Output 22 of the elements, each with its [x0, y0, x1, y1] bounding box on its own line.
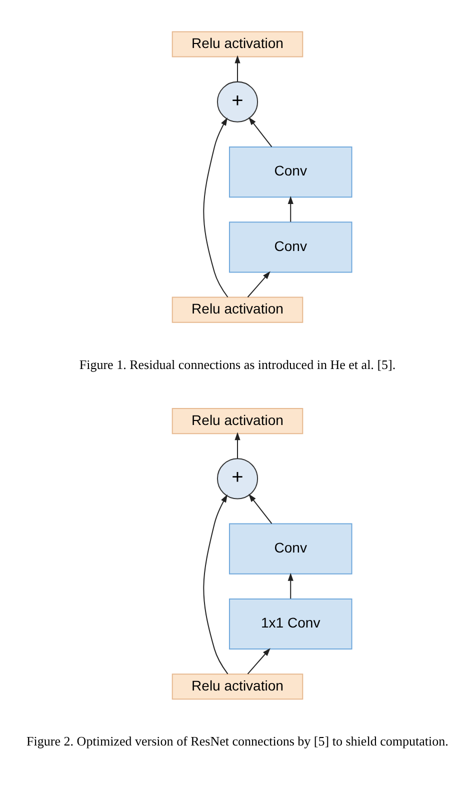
label: Figure 1. Residual connections as introduced in He et al. [5].: [78, 356, 396, 372]
node-box: Relu activation: [171, 673, 303, 700]
node-box: Relu activation: [171, 408, 303, 434]
label: Figure 2. Optimized version of ResNet connections by [5] to shield computation.: [26, 733, 448, 748]
arrow: [287, 196, 293, 222]
arrow: [202, 494, 228, 674]
arrow: [234, 432, 240, 459]
node-box: Conv: [228, 221, 352, 272]
arrow: [234, 54, 240, 82]
arrow: [248, 116, 272, 147]
node-box: Relu activation: [171, 296, 303, 322]
node-box: 1x1 Conv: [228, 598, 352, 650]
node-circle: +: [216, 458, 258, 499]
arrow: [202, 117, 228, 298]
arrow: [246, 648, 270, 674]
arrow: [246, 270, 270, 298]
node-box: Conv: [228, 146, 352, 198]
node-box: Conv: [228, 522, 352, 574]
node-circle: +: [216, 80, 258, 122]
arrow: [287, 572, 293, 599]
arrow: [248, 493, 272, 524]
node-box: Relu activation: [171, 30, 303, 57]
